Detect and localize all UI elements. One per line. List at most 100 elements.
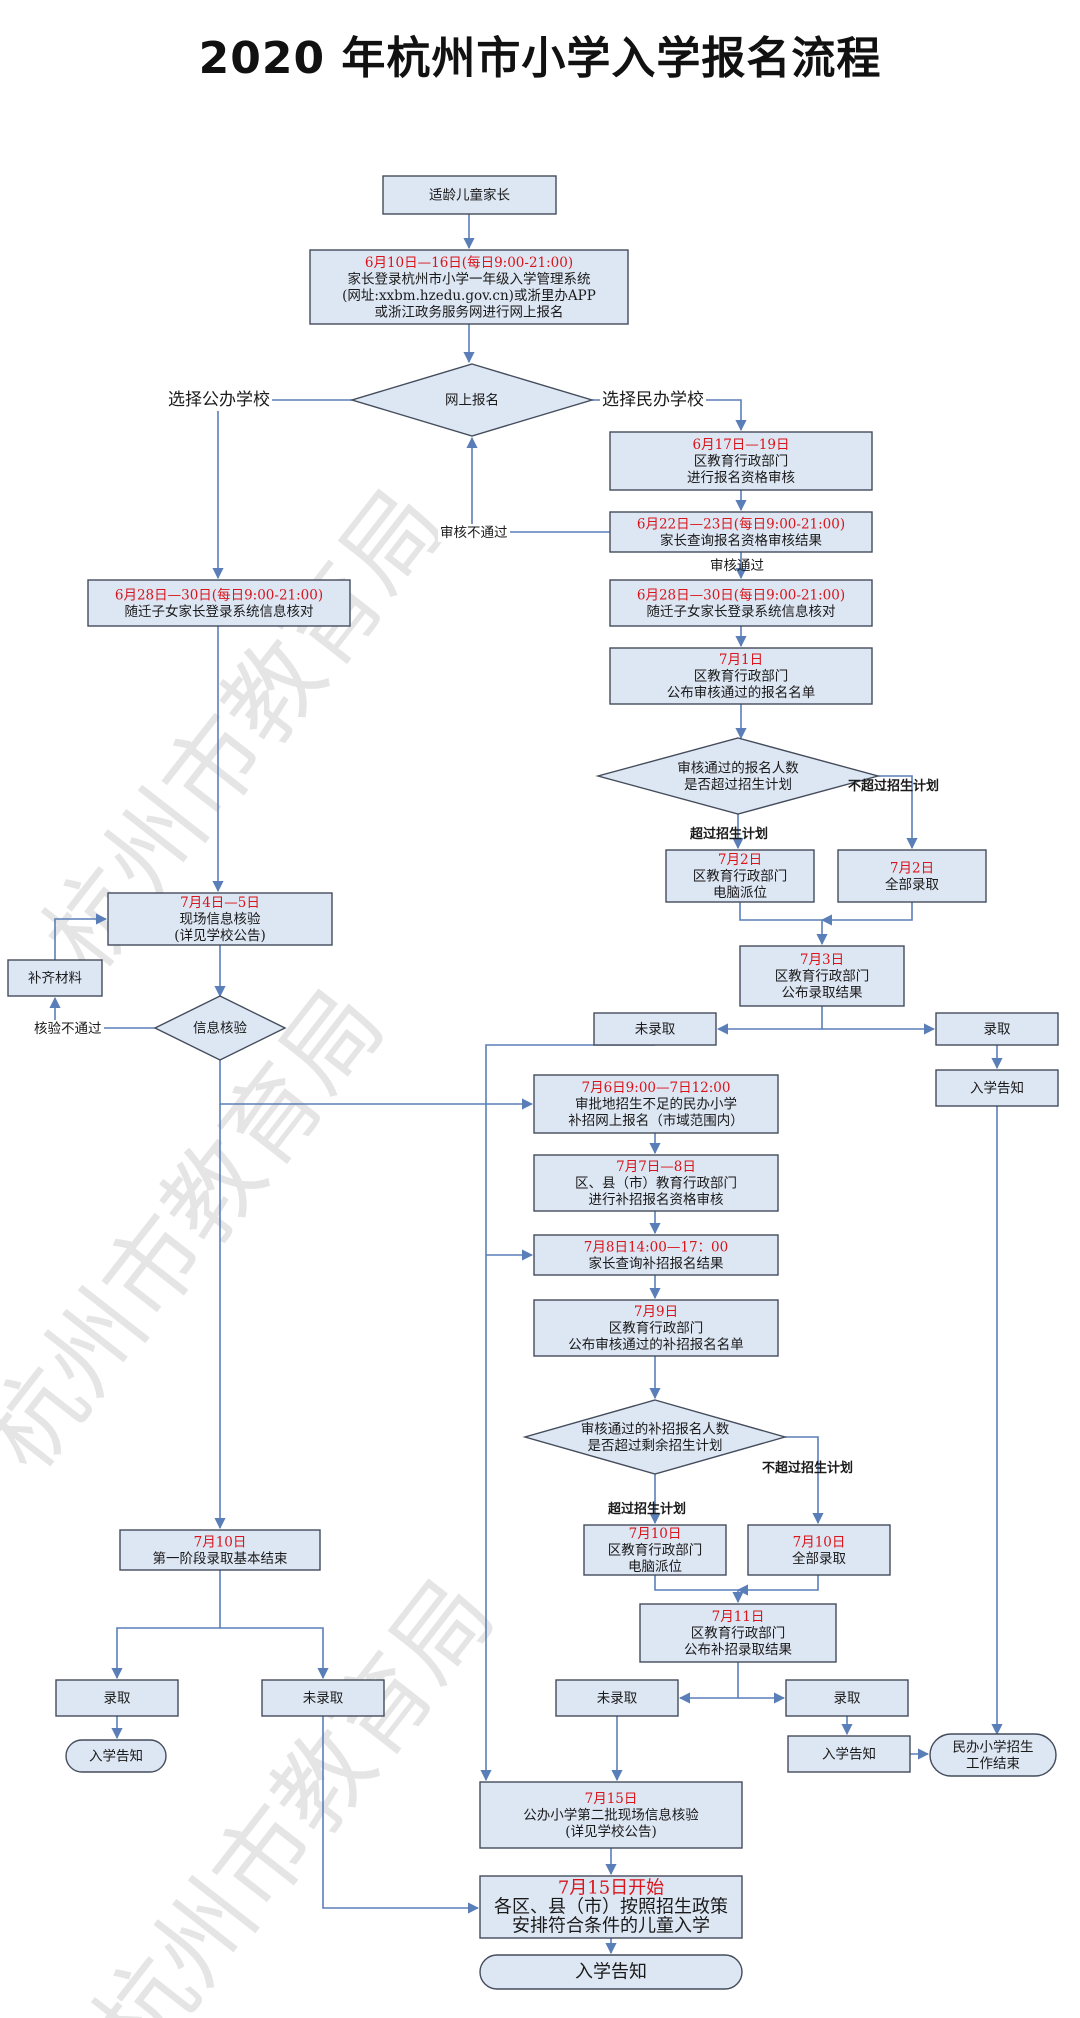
node-text: 录取 bbox=[104, 1691, 131, 1707]
connector-36 bbox=[678, 1662, 739, 1704]
node-text: 电脑派位 bbox=[713, 885, 767, 901]
node-text: 入学告知 bbox=[970, 1080, 1024, 1097]
node-text: 区教育行政部门 bbox=[609, 1321, 704, 1337]
node-g-check: 6月28日—30日(每日9:00-21:00)随迁子女家长登录系统信息核对 bbox=[87, 579, 351, 627]
connector-28 bbox=[785, 1436, 824, 1525]
node-p-query: 6月22日—23日(每日9:00-21:00)家长查询报名资格审核结果 bbox=[609, 511, 873, 553]
node-text: 入学告知 bbox=[89, 1748, 143, 1765]
connector-33 bbox=[220, 1627, 329, 1680]
node-s-adm: 录取 bbox=[785, 1679, 909, 1717]
node-text: 随迁子女家长登录系统信息核对 bbox=[125, 603, 314, 620]
node-date: 6月17日—19日 bbox=[693, 437, 790, 453]
node-adm1: 录取 bbox=[935, 1012, 1059, 1046]
node-date: 7月2日 bbox=[718, 852, 762, 868]
node-text: 公办小学第二批现场信息核验 bbox=[523, 1807, 699, 1824]
node-text: 全部录取 bbox=[792, 1550, 846, 1567]
edge-label-choose-private: 选择民办学校 bbox=[602, 390, 704, 410]
node-text: 公布录取结果 bbox=[782, 985, 863, 1001]
node-text: 信息核验 bbox=[193, 1020, 247, 1037]
node-text: 区教育行政部门 bbox=[694, 454, 789, 470]
connector-35 bbox=[322, 1716, 480, 1914]
node-text: 审核通过的补招报名人数 bbox=[581, 1421, 730, 1437]
node-supplement: 补齐材料 bbox=[7, 959, 103, 997]
node-text: 工作结束 bbox=[966, 1756, 1020, 1772]
node-text: 未录取 bbox=[635, 1022, 676, 1038]
node-date: 6月10日—16日(每日9:00-21:00) bbox=[365, 255, 573, 271]
node-text: 区教育行政部门 bbox=[691, 1626, 786, 1642]
node-text: 全部录取 bbox=[885, 876, 939, 893]
node-text: 区、县（市）教育行政部门 bbox=[575, 1175, 737, 1192]
node-text: 进行报名资格审核 bbox=[687, 470, 795, 486]
node-g-notice: 入学告知 bbox=[65, 1739, 167, 1773]
node-date: 7月7日—8日 bbox=[616, 1159, 696, 1175]
node-p-check: 6月28日—30日(每日9:00-21:00)随迁子女家长登录系统信息核对 bbox=[609, 579, 873, 627]
node-text: 各区、县（市）按照招生政策 bbox=[494, 1896, 728, 1917]
edge-label-not-exceed: 不超过招生计划 bbox=[848, 778, 939, 794]
edge-label-choose-public: 选择公办学校 bbox=[168, 390, 270, 410]
node-text: 未录取 bbox=[597, 1691, 638, 1707]
node-date: 7月10日 bbox=[629, 1526, 682, 1542]
node-text: 是否超过招生计划 bbox=[684, 777, 792, 793]
connector-5 bbox=[466, 436, 610, 533]
node-text: 入学告知 bbox=[822, 1746, 876, 1763]
node-date: 6月28日—30日(每日9:00-21:00) bbox=[115, 587, 323, 603]
node-date: 7月10日 bbox=[793, 1534, 846, 1550]
node-notice1: 入学告知 bbox=[935, 1069, 1059, 1107]
node-text: 录取 bbox=[984, 1022, 1012, 1038]
connector-17 bbox=[716, 1006, 823, 1035]
node-s-not: 未录取 bbox=[555, 1679, 679, 1717]
connector-11 bbox=[739, 902, 828, 946]
node-date: 6月28日—30日(每日9:00-21:00) bbox=[637, 587, 845, 603]
node-not-adm1: 未录取 bbox=[593, 1012, 717, 1046]
node-text: 现场信息核验 bbox=[180, 911, 261, 928]
node-online-reg: 6月10日—16日(每日9:00-21:00)家长登录杭州市小学一年级入学管理系… bbox=[309, 249, 629, 325]
node-text: 补招网上报名（市域范围内） bbox=[568, 1112, 744, 1129]
edge-label-review-fail: 审核不通过 bbox=[440, 525, 508, 541]
node-text: (详见学校公告) bbox=[565, 1823, 657, 1840]
node-s-online: 7月6日9:00—7日12:00审批地招生不足的民办小学补招网上报名（市域范围内… bbox=[533, 1074, 779, 1134]
node-text: 家长查询补招报名结果 bbox=[589, 1255, 724, 1272]
node-date: 7月6日9:00—7日12:00 bbox=[582, 1080, 731, 1096]
node-date: 7月11日 bbox=[712, 1609, 765, 1625]
node-text: 电脑派位 bbox=[628, 1559, 682, 1575]
node-date: 7月9日 bbox=[634, 1304, 678, 1320]
node-text: 网上报名 bbox=[445, 393, 499, 409]
node-text: 家长登录杭州市小学一年级入学管理系统 bbox=[348, 270, 591, 287]
node-text: 民办小学招生 bbox=[953, 1739, 1034, 1755]
edge-label-review-pass: 审核通过 bbox=[710, 558, 764, 574]
connector-29 bbox=[654, 1575, 744, 1604]
edge-label-s-exceed: 超过招生计划 bbox=[608, 1501, 686, 1517]
node-text: 或浙江政务服务网进行网上报名 bbox=[375, 304, 564, 320]
connector-32 bbox=[111, 1570, 221, 1680]
node-g-adm: 录取 bbox=[55, 1679, 179, 1717]
node-text: 区教育行政部门 bbox=[608, 1543, 703, 1559]
node-text: 录取 bbox=[834, 1691, 862, 1707]
node-text: 公布审核通过的补招报名名单 bbox=[568, 1337, 744, 1353]
node-s-notice: 入学告知 bbox=[787, 1735, 911, 1773]
node-text: 区教育行政部门 bbox=[693, 869, 788, 885]
node-text: 公布审核通过的报名名单 bbox=[667, 685, 816, 701]
node-start: 适龄儿童家长 bbox=[382, 175, 557, 215]
node-date: 7月3日 bbox=[800, 952, 844, 968]
node-text: 补齐材料 bbox=[28, 971, 82, 987]
node-d-info: 信息核验 bbox=[153, 995, 287, 1061]
node-text: 审批地招生不足的民办小学 bbox=[575, 1097, 737, 1113]
node-date: 7月10日 bbox=[194, 1534, 247, 1550]
node-text: 审核通过的报名人数 bbox=[677, 760, 799, 776]
connector-30 bbox=[736, 1575, 819, 1596]
node-final-notice: 入学告知 bbox=[479, 1954, 743, 1990]
node-g-not: 未录取 bbox=[261, 1679, 385, 1717]
